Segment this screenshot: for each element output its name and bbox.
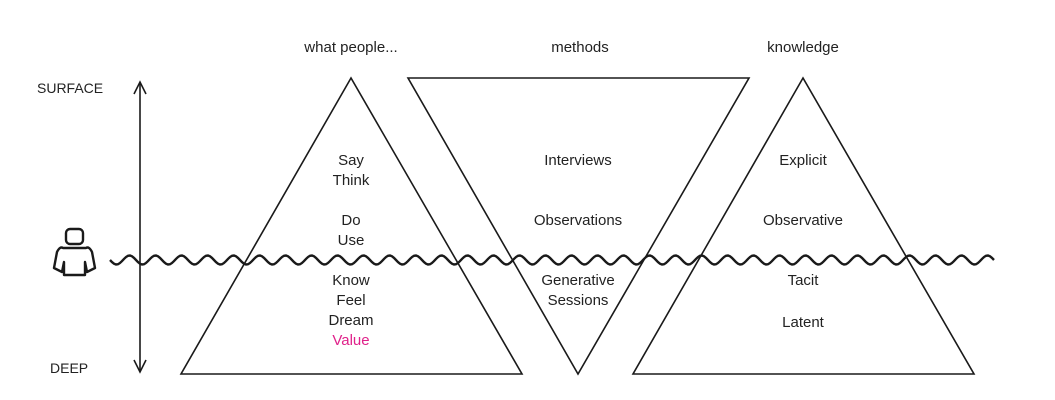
- item-know: Know: [332, 272, 370, 289]
- item-use: Use: [338, 232, 365, 249]
- item-think: Think: [333, 172, 370, 189]
- header-knowledge: knowledge: [767, 39, 839, 56]
- header-methods: methods: [551, 39, 609, 56]
- knowledge-tacit: Tacit: [788, 272, 820, 289]
- knowledge-observative: Observative: [763, 212, 843, 229]
- knowledge-latent: Latent: [782, 314, 825, 331]
- method-interviews: Interviews: [544, 152, 612, 169]
- depth-axis-arrow: [133, 80, 147, 374]
- item-say: Say: [338, 152, 364, 169]
- header-what-people: what people...: [303, 39, 397, 56]
- what-people-triangle: [179, 76, 524, 375]
- method-observations: Observations: [534, 212, 622, 229]
- knowledge-triangle: [631, 76, 976, 375]
- item-dream: Dream: [328, 312, 373, 329]
- knowledge-explicit: Explicit: [779, 152, 827, 169]
- item-do: Do: [341, 212, 360, 229]
- axis-label-deep: DEEP: [50, 360, 88, 376]
- item-feel: Feel: [336, 292, 365, 309]
- waterline-wave: [109, 254, 995, 266]
- person-icon: [52, 227, 97, 277]
- method-generative-line2: Sessions: [548, 292, 609, 309]
- methods-inverted-triangle: [406, 77, 751, 376]
- method-generative-line1: Generative: [541, 272, 614, 289]
- item-value: Value: [332, 332, 369, 349]
- axis-label-surface: SURFACE: [37, 80, 103, 96]
